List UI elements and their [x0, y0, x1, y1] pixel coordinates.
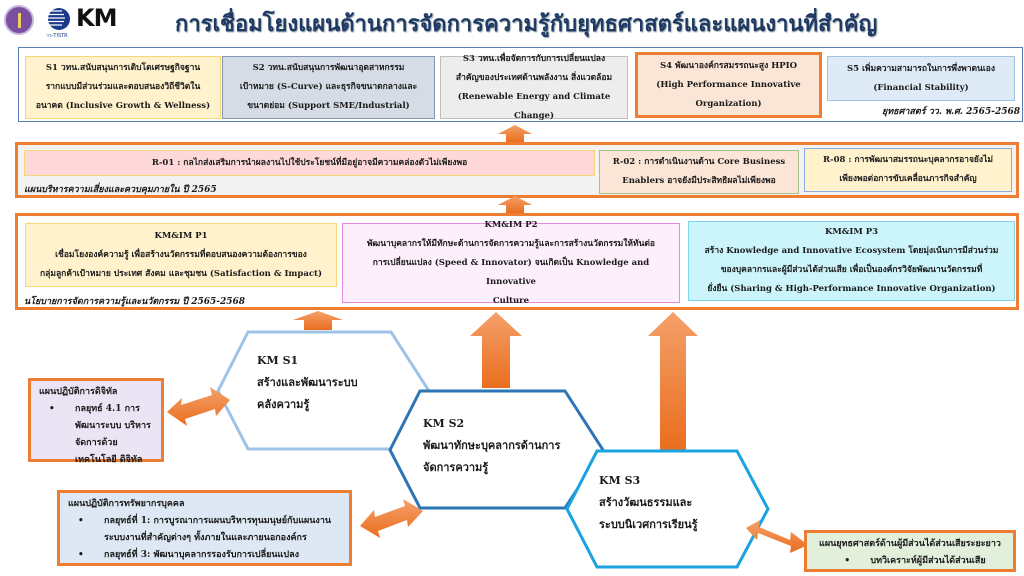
policy-heading: KM&IM P1	[154, 230, 208, 241]
policy-box-p2: KM&IM P2 พัฒนาบุคลากรให้มีทักษะด้านการจัด…	[342, 220, 680, 306]
strategy-line: (Financial Stability)	[873, 82, 969, 93]
km-strategy-line: จัดการความรู้	[423, 461, 489, 474]
km-s3-hexagon	[565, 449, 770, 569]
risk-line: R-08 : การพัฒนาสมรรถนะบุคลากรอาจยังไม่	[823, 155, 993, 165]
plan-bullets: กลยุทธ์ที่ 1: การบูรณาการแผนบริหารทุนมนุ…	[68, 513, 341, 564]
strategy-line: สำคัญของประเทศด้านพลังงาน สิ่งแวดล้อม	[455, 72, 613, 83]
strategy-line: (High Performance Innovative	[656, 79, 801, 90]
strategy-caption: ยุทธศาสตร์ วว. พ.ศ. 2565-2568	[881, 107, 1020, 117]
strategy-box-s2: S2 วทน.สนับสนุนการพัฒนาอุตสาหกรรมเป้าหมา…	[222, 56, 435, 119]
tistr-logo-text: วว-TISTR	[46, 33, 68, 39]
policy-line: เชื่อมโยงองค์ความรู้ เพื่อสร้างนวัตกรรมท…	[55, 249, 307, 260]
plan-bullets: กลยุทธ์ 4.1 การพัฒนาระบบ บริหารจัดการด้ว…	[39, 401, 153, 469]
plan-bullet: กลยุทธ์ 4.1 การพัฒนาระบบ บริหารจัดการด้ว…	[49, 401, 153, 469]
plan-title: แผนปฏิบัติการทรัพยากรบุคคล	[68, 499, 185, 509]
km-strategy-id: KM S3	[599, 474, 641, 487]
stakeholder-plan-box: แผนยุทธศาสตร์ด้านผู้มีส่วนได้ส่วนเสียระย…	[804, 530, 1016, 572]
km-strategy-line: สร้างวัฒนธรรมและ	[599, 496, 693, 509]
risk-box-r-01: R-01 : กลไกส่งเสริมการนำผลงานไปใช้ประโยช…	[24, 150, 595, 176]
policy-line: การเปลี่ยนแปลง (Speed & Innovator) จนเกิ…	[372, 257, 650, 287]
strategy-line: (Renewable Energy and Climate Change)	[457, 91, 611, 121]
policy-box-p3: KM&IM P3 สร้าง Knowledge and Innovative E…	[688, 221, 1015, 301]
strategy-line: Organization)	[695, 98, 762, 109]
km-strategy-id: KM S2	[423, 417, 465, 430]
policy-heading: KM&IM P2	[484, 219, 538, 230]
km-strategy-text-3: KM S3 สร้างวัฒนธรรมและระบบนิเวศการเรียนรู…	[599, 470, 698, 536]
strategy-line: S1 วทน.สนับสนุนการเติบโตเศรษฐกิจฐาน	[45, 63, 201, 73]
strategy-box-s5: S5 เพิ่มความสามารถในการพึ่งพาตนเอง (Finan…	[827, 56, 1015, 101]
policy-box-p1: KM&IM P1 เชื่อมโยงองค์ความรู้ เพื่อสร้างน…	[25, 223, 337, 287]
strategy-line: S3 วทน.เพื่อจัดการกับการเปลี่ยนแปลง	[462, 53, 606, 64]
risk-box-r-08: R-08 : การพัฒนาสมรรถนะบุคลากรอาจยังไม่เพ…	[804, 148, 1012, 192]
strategy-box-s3: S3 วทน.เพื่อจัดการกับการเปลี่ยนแปลงสำคัญ…	[440, 54, 628, 121]
tistr-logo-icon	[42, 8, 70, 30]
km-strategy-line: พัฒนาทักษะบุคลากรด้านการ	[423, 439, 561, 452]
digital-plan-box: แผนปฏิบัติการดิจิทัลกลยุทธ์ 4.1 การพัฒนา…	[28, 378, 164, 465]
strategy-line: S4 พัฒนาองค์กรสมรรถนะสูง HPIO	[659, 60, 798, 71]
risk-line: R-02 : การดำเนินงานด้าน Core Business	[612, 157, 786, 167]
policy-caption: นโยบายการจัดการความรู้และนวัตกรรม ปี 256…	[24, 297, 246, 307]
km-strategy-line: คลังความรู้	[257, 398, 310, 411]
plan-bullet: กลยุทธ์ที่ 3: พัฒนาบุคลากรรองรับการเปลี่…	[78, 547, 341, 564]
hr-plan-box: แผนปฏิบัติการทรัพยากรบุคคลกลยุทธ์ที่ 1: …	[57, 490, 352, 566]
risk-line: R-01 : กลไกส่งเสริมการนำผลงานไปใช้ประโยช…	[151, 157, 468, 168]
km-strategy-line: สร้างและพัฒนาระบบ	[257, 376, 358, 389]
policy-line: สร้าง Knowledge and Innovative Ecosystem…	[704, 246, 999, 256]
km-strategy-text-1: KM S1 สร้างและพัฒนาระบบคลังความรู้	[257, 350, 358, 416]
plan-bullets: บทวิเคราะห์ผู้มีส่วนได้ส่วนเสีย	[834, 553, 985, 570]
strategy-line: อนาคต (Inclusive Growth & Wellness)	[35, 101, 211, 111]
strategy-line: S5 เพิ่มความสามารถในการพึ่งพาตนเอง	[846, 63, 996, 74]
strategy-line: S2 วทน.สนับสนุนการพัฒนาอุตสาหกรรม	[252, 63, 405, 73]
seal-logo	[4, 5, 34, 35]
km-strategy-text-2: KM S2 พัฒนาทักษะบุคลากรด้านการจัดการความร…	[423, 413, 560, 479]
strategy-line: ขนาดย่อม (Support SME/Industrial)	[247, 101, 410, 111]
strategy-line: เป้าหมาย (S-Curve) และธุรกิจขนาดกลางและ	[239, 82, 418, 92]
risk-line: เพียงพอต่อการขับเคลื่อนภารกิจสำคัญ	[839, 174, 977, 184]
policy-heading: KM&IM P3	[824, 227, 879, 237]
policy-line: พัฒนาบุคลากรให้มีทักษะด้านการจัดการความร…	[366, 238, 656, 249]
double-arrow-icon	[746, 520, 808, 553]
plan-title: แผนยุทธศาสตร์ด้านผู้มีส่วนได้ส่วนเสียระย…	[819, 539, 1001, 549]
plan-bullet: บทวิเคราะห์ผู้มีส่วนได้ส่วนเสีย	[844, 553, 985, 570]
double-arrow-icon	[360, 499, 423, 538]
risk-caption: แผนบริหารความเสี่ยงและควบคุมภายใน ปี 256…	[24, 185, 217, 195]
risk-line: Enablers อาจยังมีประสิทธิผลไม่เพียงพอ	[622, 176, 776, 186]
policy-line: ของบุคลากรและผู้มีส่วนได้ส่วนเสีย เพื่อเ…	[720, 265, 983, 275]
km-logo: KM	[76, 4, 117, 32]
policy-line: Culture	[492, 295, 530, 306]
strategy-box-s1: S1 วทน.สนับสนุนการเติบโตเศรษฐกิจฐานรากแบ…	[25, 56, 221, 119]
policy-line: ยั่งยืน (Sharing & High-Performance Inno…	[707, 284, 996, 294]
km-s2-hexagon	[388, 389, 605, 510]
km-strategy-id: KM S1	[257, 354, 299, 367]
page-title: การเชื่อมโยงแผนด้านการจัดการความรู้กับยุ…	[175, 12, 878, 37]
double-arrow-icon	[167, 387, 230, 426]
strategy-line: รากแบบมีส่วนร่วมและตอบสนองวิถีชีวิตใน	[45, 82, 201, 92]
policy-line: กลุ่มลูกค้าเป้าหมาย ประเทศ สังคม และชุมช…	[40, 268, 322, 279]
plan-bullet: กลยุทธ์ที่ 1: การบูรณาการแผนบริหารทุนมนุ…	[78, 513, 341, 547]
km-strategy-line: ระบบนิเวศการเรียนรู้	[599, 518, 698, 531]
plan-title: แผนปฏิบัติการดิจิทัล	[39, 387, 118, 397]
strategy-box-s4: S4 พัฒนาองค์กรสมรรถนะสูง HPIO (High Perfo…	[635, 52, 822, 118]
